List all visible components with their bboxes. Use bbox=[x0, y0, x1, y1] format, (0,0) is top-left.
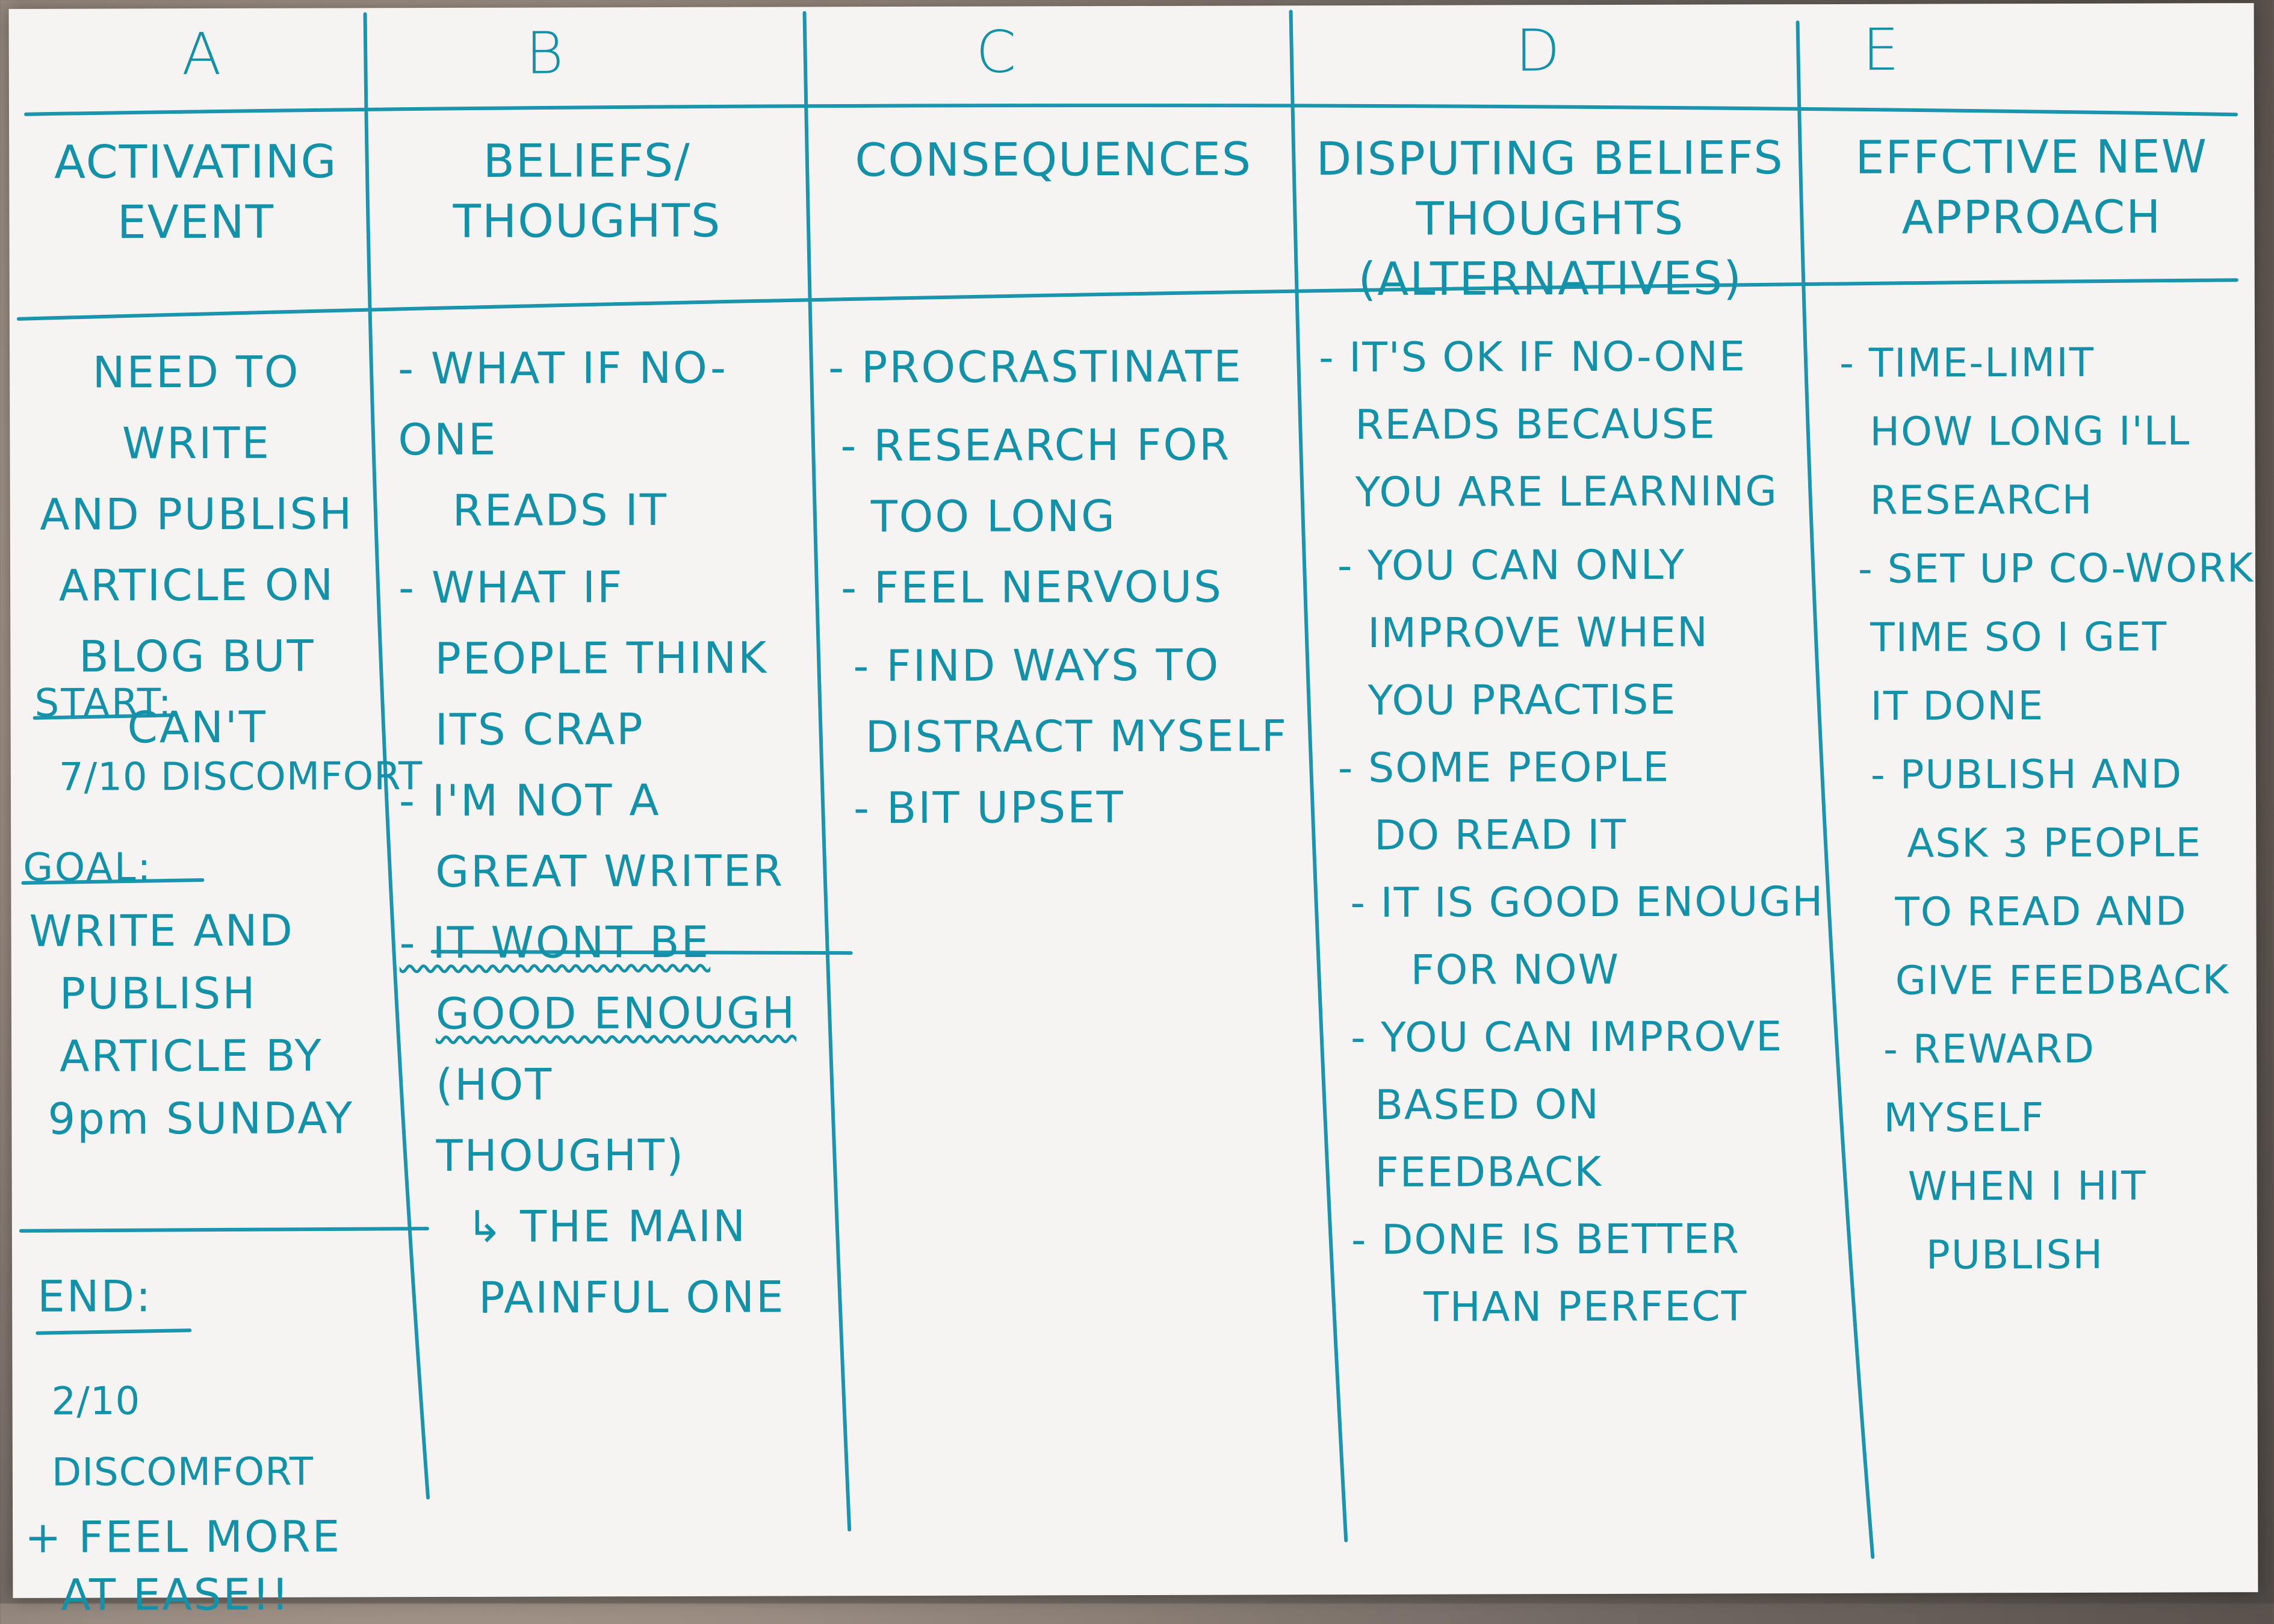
disputing-item: - SOME PEOPLE bbox=[1337, 743, 1670, 793]
hot-thought-note: (HOT THOUGHT) bbox=[436, 1059, 686, 1182]
disputing-item: - YOU CAN IMPROVE bbox=[1350, 1013, 1783, 1062]
belief-item: - WHAT IF bbox=[398, 562, 624, 613]
goal-text: WRITE AND PUBLISH ARTICLE BY 9pm SUNDAY bbox=[29, 905, 355, 1144]
header-approach: EFFCTIVE NEW APPROACH bbox=[1855, 129, 2208, 244]
start-value: 7/10 DISCOMFORT bbox=[58, 754, 423, 800]
abcde-worksheet-card: A B C D E ACTIVATING EVENT BELIEFS/ THOU… bbox=[8, 3, 2258, 1620]
header-consequences: CONSEQUENCES bbox=[855, 132, 1253, 187]
disputing-item: - IT'S OK IF NO-ONE bbox=[1318, 333, 1746, 382]
rule-end-separator bbox=[19, 1227, 429, 1233]
disputing-item: - YOU CAN ONLY bbox=[1337, 541, 1686, 590]
header-disputing: DISPUTING BELIEFS THOUGHTS (ALTERNATIVES… bbox=[1316, 131, 1784, 306]
column-letter-b: B bbox=[525, 19, 564, 87]
end-text: 2/10 DISCOMFORT + FEEL MORE AT EASE!! bbox=[25, 1379, 342, 1620]
divider-a-b bbox=[363, 12, 430, 1500]
consequences-list: - PROCRASTINATE - RESEARCH FOR TOO LONG … bbox=[828, 330, 1311, 843]
consequence-item: - FEEL NERVOUS bbox=[840, 561, 1223, 613]
column-letter-c: C bbox=[976, 18, 1017, 86]
consequence-item: - RESEARCH FOR bbox=[840, 419, 1231, 471]
divider-b-c bbox=[802, 11, 852, 1532]
rule-letters bbox=[24, 104, 2238, 117]
consequence-item: - PROCRASTINATE bbox=[828, 341, 1243, 393]
belief-item: - I'M NOT A bbox=[398, 775, 661, 826]
end-label: END: bbox=[37, 1271, 153, 1322]
disputing-item: - DONE IS BETTER bbox=[1351, 1215, 1741, 1265]
rule-headers bbox=[16, 278, 2238, 321]
approach-item: - TIME-LIMIT bbox=[1839, 339, 2095, 386]
rule-hot-thought bbox=[430, 950, 853, 955]
beliefs-list: - WHAT IF NO-ONE READS IT - WHAT IF PEOP… bbox=[398, 332, 810, 1333]
grid-lines bbox=[16, 10, 2238, 1559]
belief-item: - WHAT IF NO-ONE bbox=[398, 342, 728, 465]
column-letter-d: D bbox=[1515, 17, 1560, 85]
divider-c-d bbox=[1289, 10, 1348, 1543]
consequence-item: - BIT UPSET bbox=[853, 782, 1125, 834]
approach-list: - TIME-LIMIT HOW LONG I'LL RESEARCH - SE… bbox=[1839, 328, 2257, 1290]
divider-d-e bbox=[1795, 20, 1875, 1559]
column-letter-a: A bbox=[181, 20, 222, 88]
disputing-list: - IT'S OK IF NO-ONE READS BECAUSE YOU AR… bbox=[1319, 323, 1839, 1342]
approach-item: - SET UP CO-WORK bbox=[1857, 545, 2255, 592]
goal-label: GOAL: bbox=[23, 845, 153, 890]
approach-item: - REWARD MYSELF bbox=[1883, 1025, 2096, 1141]
approach-item: - PUBLISH AND bbox=[1870, 751, 2183, 798]
start-label: START: bbox=[34, 681, 173, 726]
column-letter-e: E bbox=[1862, 16, 1900, 84]
header-beliefs: BELIEFS/ THOUGHTS bbox=[453, 133, 722, 248]
consequence-item: - FIND WAYS TO bbox=[853, 639, 1221, 692]
hot-thought: - IT WONT BE bbox=[399, 916, 711, 969]
header-activating-event: ACTIVATING EVENT bbox=[54, 134, 338, 249]
disputing-item: - IT IS GOOD ENOUGH bbox=[1350, 878, 1824, 928]
